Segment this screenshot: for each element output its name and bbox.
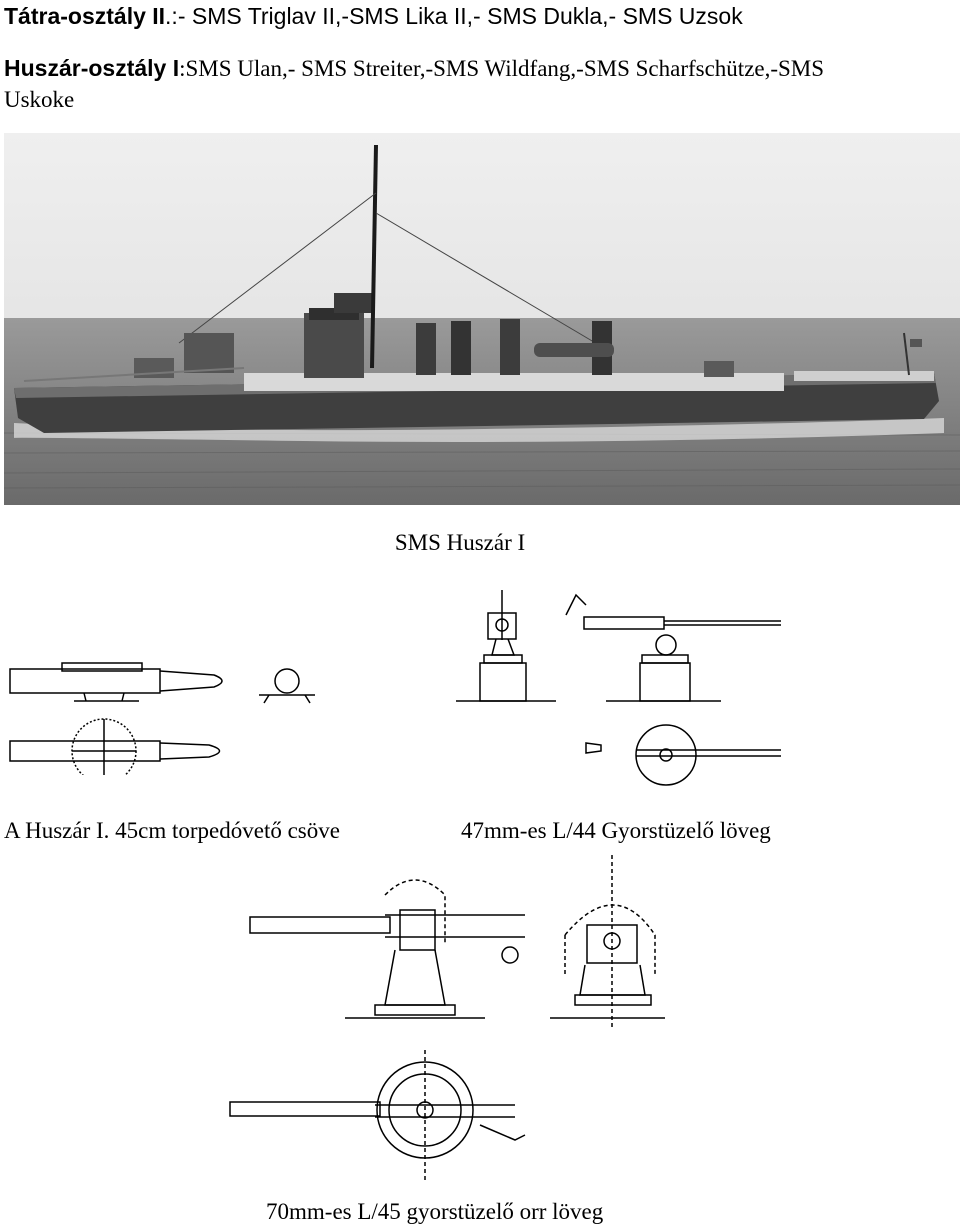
huszar-ship-list: :SMS Ulan,- SMS Streiter,-SMS Wildfang,-… bbox=[179, 56, 825, 81]
header-line-2: Huszár-osztály I:SMS Ulan,- SMS Streiter… bbox=[4, 55, 824, 82]
gun-47mm-caption: 47mm-es L/44 Gyorstüzelő löveg bbox=[461, 818, 771, 843]
photo-caption: SMS Huszár I bbox=[394, 530, 526, 555]
torpedo-caption: A Huszár I. 45cm torpedóvető csöve bbox=[4, 818, 340, 843]
ship-photo bbox=[4, 133, 960, 505]
header-line-1: Tátra-osztály II.:- SMS Triglav II,-SMS … bbox=[4, 3, 743, 29]
gun-70mm-drawing bbox=[229, 855, 665, 1180]
huszar-ship-list-continued: Uskoke bbox=[4, 87, 75, 112]
gun-70mm-caption: 70mm-es L/45 gyorstüzelő orr löveg bbox=[266, 1199, 604, 1224]
header-line-3: Uskoke bbox=[4, 87, 74, 113]
tatra-ship-list: .:- SMS Triglav II,-SMS Lika II,- SMS Du… bbox=[165, 3, 743, 29]
torpedo-tube-drawing bbox=[9, 662, 315, 775]
class-name-huszar: Huszár-osztály I bbox=[4, 55, 180, 81]
gun-47mm-drawing bbox=[456, 590, 781, 786]
class-name-tatra: Tátra-osztály II bbox=[4, 3, 166, 29]
